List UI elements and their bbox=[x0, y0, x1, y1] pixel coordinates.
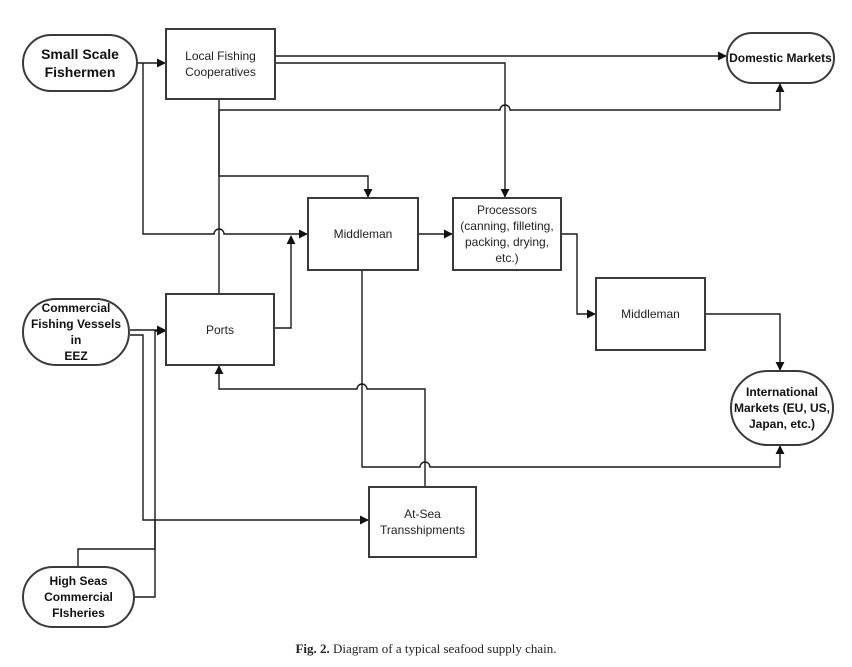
arrow-ports-to-middleman bbox=[275, 235, 296, 329]
arrow-highseas-to-transshipments bbox=[77, 520, 156, 566]
ports-label: Ports bbox=[205, 322, 234, 337]
processors-node: Processors (canning, filleting, packing,… bbox=[452, 197, 562, 271]
arrow-cooperatives-to-middleman bbox=[218, 100, 373, 198]
arrow-vessels-to-transshipments bbox=[130, 334, 369, 525]
figure-caption-label: Fig. 2. bbox=[295, 641, 330, 656]
figure-caption: Fig. 2. Diagram of a typical seafood sup… bbox=[0, 641, 852, 657]
middleman-node-2: Middleman bbox=[595, 277, 706, 351]
processors-label: Processors (canning, filleting, packing,… bbox=[460, 203, 554, 265]
local-fishing-cooperatives-label: Local Fishing Cooperatives bbox=[185, 49, 256, 79]
high-seas-fisheries-label: High Seas Commercial FIsheries bbox=[44, 574, 113, 620]
arrow-processors-to-middleman bbox=[562, 233, 596, 319]
ports-node: Ports bbox=[165, 293, 275, 366]
local-fishing-cooperatives-node: Local Fishing Cooperatives bbox=[165, 28, 276, 100]
small-scale-fishermen-label: Small Scale Fishermen bbox=[41, 46, 119, 80]
international-markets-node: International Markets (EU, US, Japan, et… bbox=[730, 370, 834, 446]
small-scale-fishermen-node: Small Scale Fishermen bbox=[22, 34, 138, 92]
at-sea-transshipments-label: At-Sea Transshipments bbox=[380, 507, 465, 537]
arrow-transshipments-to-ports bbox=[214, 365, 426, 486]
commercial-vessels-node: Commercial Fishing Vessels in EEZ bbox=[22, 298, 130, 366]
arrow-middleman-to-international bbox=[706, 313, 785, 371]
at-sea-transshipments-node: At-Sea Transshipments bbox=[368, 486, 477, 558]
arrow-cooperatives-to-processors bbox=[276, 62, 510, 198]
international-markets-label: International Markets (EU, US, Japan, et… bbox=[733, 385, 831, 431]
middleman-label-2: Middleman bbox=[621, 307, 680, 321]
high-seas-fisheries-node: High Seas Commercial FIsheries bbox=[22, 566, 135, 628]
figure-caption-text: Diagram of a typical seafood supply chai… bbox=[333, 641, 557, 656]
commercial-vessels-label: Commercial Fishing Vessels in EEZ bbox=[30, 301, 122, 363]
middleman-label-1: Middleman bbox=[333, 227, 393, 241]
middleman-node-1: Middleman bbox=[307, 197, 419, 271]
domestic-markets-node: Domestic Markets bbox=[726, 32, 835, 84]
arrow-ports-to-domestic bbox=[218, 83, 785, 293]
arrow-fishermen-to-middleman bbox=[142, 63, 308, 239]
domestic-markets-label: Domestic Markets bbox=[729, 51, 832, 65]
arrow-highseas-to-ports bbox=[135, 326, 166, 598]
